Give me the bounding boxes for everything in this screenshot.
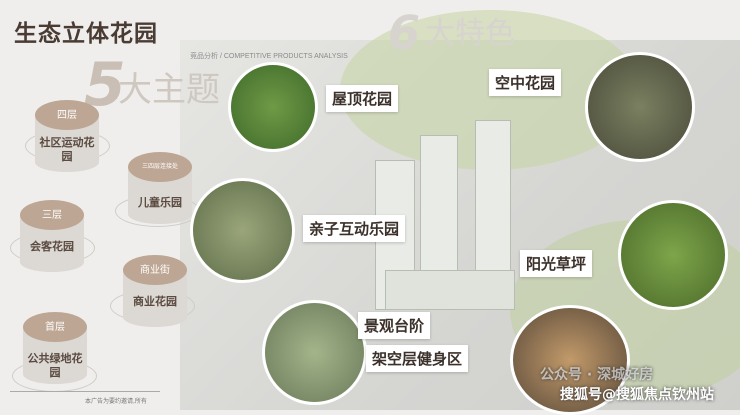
theme-cylinder: 商业街 商业花园 [123, 255, 187, 331]
theme-cylinder: 三四层连接处 儿童乐园 [128, 152, 192, 228]
feature-label: 屋顶花园 [326, 85, 399, 112]
watermark: 公众号 · 深城好房 [540, 367, 654, 383]
landscape-steps-photo [262, 300, 367, 405]
fitness-area-photo [510, 305, 630, 415]
footnote: 本广告为要约邀请,所有 [85, 398, 147, 405]
feature-label: 阳光草坪 [520, 250, 593, 277]
rooftop-garden-photo [228, 62, 318, 152]
feature-label: 架空层健身区 [366, 345, 469, 372]
divider [10, 391, 160, 392]
feature-label: 亲子互动乐园 [303, 215, 406, 242]
lawn-photo [618, 200, 728, 310]
subtitle: 竞品分析 / COMPETITIVE PRODUCTS ANALYSIS [190, 53, 348, 60]
feature-label: 景观台阶 [358, 312, 431, 339]
features-number: 6 [388, 6, 421, 60]
page-title: 生态立体花园 [14, 21, 158, 47]
features-heading: 大特色 [425, 16, 515, 51]
kids-park-photo [190, 178, 295, 283]
theme-cylinder: 四层 社区运动花园 [35, 100, 99, 176]
feature-label: 空中花园 [489, 69, 562, 96]
theme-cylinder: 三层 会客花园 [20, 200, 84, 276]
theme-cylinder: 首层 公共绿地花园 [23, 312, 87, 388]
themes-heading: 大主题 [118, 70, 220, 110]
sky-garden-photo [585, 52, 695, 162]
watermark: 搜狐号@搜狐焦点钦州站 [560, 387, 714, 403]
